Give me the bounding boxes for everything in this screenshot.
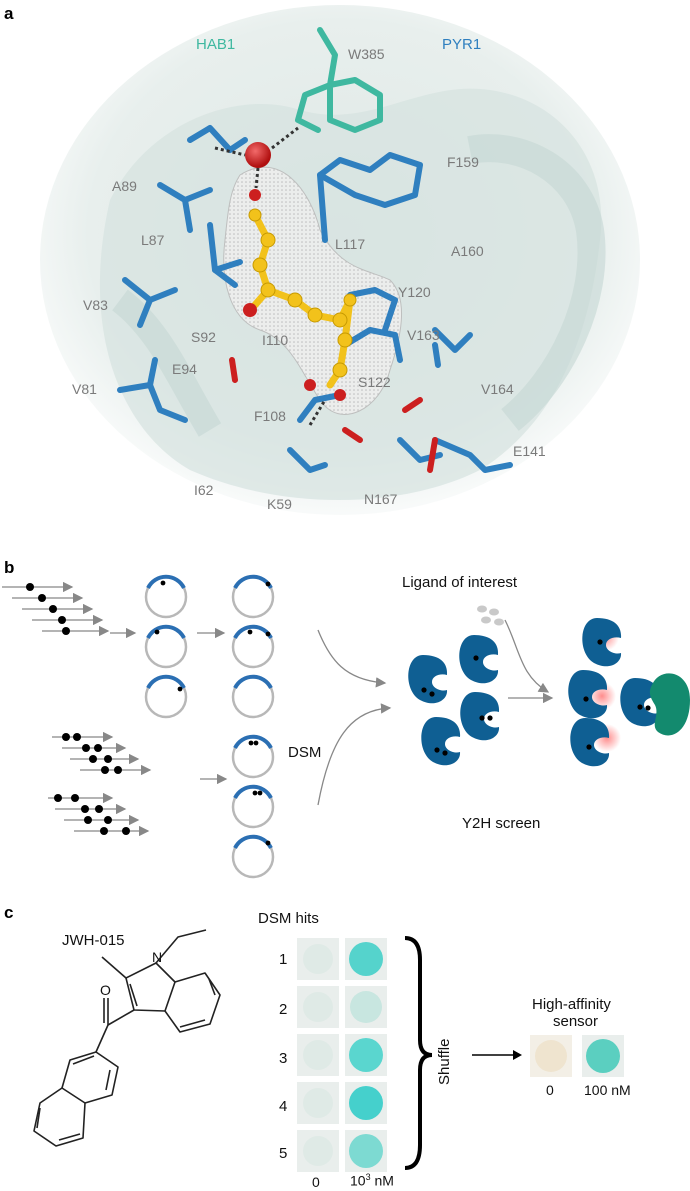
residue-label: K59: [267, 496, 292, 512]
residue-label: F108: [254, 408, 286, 424]
column-label-concentration: 103 nM: [350, 1172, 394, 1189]
residue-label: S92: [191, 329, 216, 345]
trp385-sidechain: [295, 27, 383, 133]
residue-label: V164: [481, 381, 514, 397]
row-label: 2: [279, 1001, 288, 1018]
mutation-dots: [154, 580, 183, 692]
residue-label: V81: [72, 381, 97, 397]
y2h-screen-label: Y2H screen: [462, 815, 541, 832]
ligand-molecule: [243, 189, 357, 401]
residue-label: V83: [83, 297, 108, 313]
ligand-of-interest-label: Ligand of interest: [402, 574, 518, 591]
dsm-label: DSM: [288, 744, 322, 761]
protein-structure-svg: [40, 5, 640, 515]
sensor-column-100nm: 100 nM: [584, 1082, 631, 1098]
row-label: 5: [279, 1145, 288, 1162]
residue-label: I110: [262, 332, 289, 348]
residue-label: A89: [112, 178, 137, 194]
mutation-dots: [26, 583, 70, 635]
oxygen-atoms: [229, 357, 438, 473]
sensor-title-line1: High-affinity: [532, 996, 611, 1013]
row-label: 3: [279, 1050, 288, 1067]
ribbon-shape: [467, 134, 606, 431]
residue-label: I62: [194, 482, 214, 498]
residue-label: Y120: [398, 284, 431, 300]
column-label-0: 0: [312, 1174, 320, 1190]
nitrogen-atom-label: N: [152, 949, 163, 965]
sensor-title-line2: sensor: [553, 1013, 599, 1030]
bound-receptors: [568, 618, 690, 767]
ribbon-shape: [111, 289, 222, 437]
protein-structure-figure: [40, 0, 640, 520]
chain-label-pyr1: PYR1: [442, 36, 482, 53]
residue-label: L87: [141, 232, 165, 248]
hydrogen-bonds: [214, 126, 327, 426]
residue-label: E94: [172, 361, 197, 377]
compound-name: JWH-015: [62, 932, 125, 949]
residue-label: L117: [335, 236, 366, 252]
process-arrows: [110, 627, 554, 785]
row-label: 1: [279, 951, 288, 968]
mutation-dots: [54, 733, 130, 835]
row-label: 4: [279, 1098, 288, 1115]
sensor-column-0: 0: [546, 1082, 554, 1098]
mutation-dots: [247, 581, 271, 846]
ligand-molecules: [477, 605, 504, 626]
process-arrows: [317, 619, 550, 806]
plasmids-column-1: [144, 574, 188, 719]
chain-label-hab1: HAB1: [196, 36, 236, 53]
residue-label: W385: [348, 46, 385, 62]
ligand-pocket-mesh: [223, 166, 402, 415]
residue-label: A160: [451, 243, 484, 259]
panel-b-letter: b: [4, 558, 15, 577]
water-molecule: [245, 142, 271, 168]
residue-label: F159: [447, 154, 479, 170]
residue-label: S122: [358, 374, 391, 390]
receptor-library: [408, 635, 500, 766]
panel-a-letter: a: [4, 4, 14, 23]
partner-protein: [649, 673, 690, 736]
residue-label: V163: [407, 327, 440, 343]
panel-c-letter: c: [4, 903, 14, 922]
residue-label: N167: [364, 491, 398, 507]
oxygen-atom-label: O: [100, 982, 111, 998]
residue-label: E141: [513, 443, 546, 459]
dsm-hits-title: DSM hits: [258, 910, 319, 927]
mutation-dots: [421, 655, 493, 756]
